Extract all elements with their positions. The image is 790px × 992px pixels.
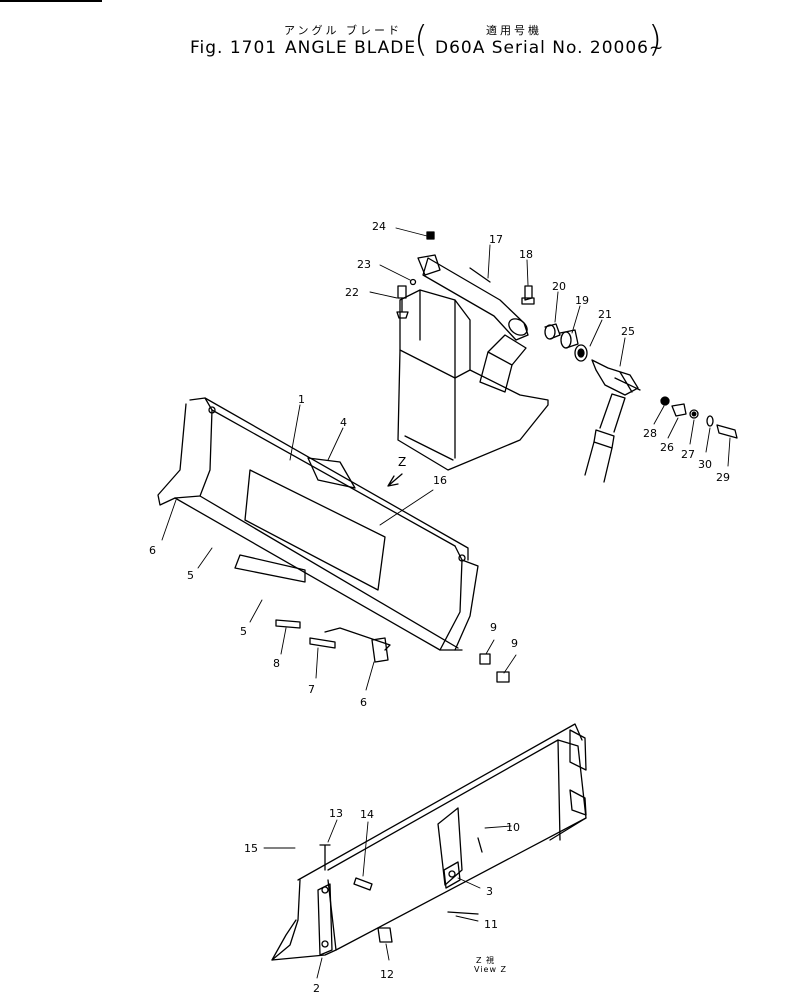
model-serial: D60A Serial No. 20006~ [435, 38, 665, 58]
end-bit-6 [371, 637, 389, 663]
callout-11: 11 [484, 918, 498, 931]
jp-title: アングル ブレード [284, 24, 403, 37]
callout-3: 3 [486, 885, 493, 898]
nut-24 [426, 231, 435, 240]
bolt-22 [396, 285, 409, 319]
callout-19: 19 [575, 294, 589, 307]
callout-labels: 24 17 18 23 22 20 19 21 25 1 4 16 28 26 … [149, 220, 730, 992]
callout-17: 17 [489, 233, 503, 246]
nuts-9 [479, 653, 510, 683]
callout-2: 2 [313, 982, 320, 992]
callout-14: 14 [360, 808, 374, 821]
view-label-jp: Z 視 [476, 956, 496, 965]
callout-4: 4 [340, 416, 347, 429]
callout-29: 29 [716, 471, 730, 484]
pivot-arm [417, 254, 529, 341]
view-arrow-z [387, 473, 403, 487]
plow-bolts-7-8 [275, 619, 336, 649]
callout-23: 23 [357, 258, 371, 271]
callout-13: 13 [329, 807, 343, 820]
grease-fitting-18 [521, 285, 535, 305]
callout-7: 7 [308, 683, 315, 696]
header-rule [0, 0, 102, 2]
callout-16: 16 [433, 474, 447, 487]
callout-20: 20 [552, 280, 566, 293]
callout-10: 10 [506, 821, 520, 834]
blade-rear-view [271, 723, 587, 961]
callout-18: 18 [519, 248, 533, 261]
page-title: ANGLE BLADE [285, 38, 417, 58]
callout-6-lower: 6 [360, 696, 367, 709]
callout-6-upper: 6 [149, 544, 156, 557]
bushings-19-20-21 [544, 323, 588, 362]
frame-bracket [397, 289, 549, 471]
washer-23 [409, 278, 417, 286]
fig-label: Fig. 1701 [190, 38, 278, 58]
angle-blade [157, 397, 479, 651]
jp-model: 適用号機 [486, 24, 542, 37]
small-parts-26-30 [660, 396, 738, 439]
callout-1: 1 [298, 393, 305, 406]
callout-15: 15 [244, 842, 258, 855]
callout-22: 22 [345, 286, 359, 299]
callout-27: 27 [681, 448, 695, 461]
callout-9-upper: 9 [490, 621, 497, 634]
view-label-en: View Z [474, 965, 508, 974]
callout-5-lower: 5 [240, 625, 247, 638]
trunnion-25 [584, 359, 641, 483]
callout-24: 24 [372, 220, 386, 233]
callout-28: 28 [643, 427, 657, 440]
callout-12: 12 [380, 968, 394, 981]
callout-8: 8 [273, 657, 280, 670]
callout-21: 21 [598, 308, 612, 321]
callout-25: 25 [621, 325, 635, 338]
model-close-paren: ) [648, 19, 663, 60]
leader-lines [161, 227, 731, 979]
callout-30: 30 [698, 458, 712, 471]
callout-5-upper: 5 [187, 569, 194, 582]
callout-9-lower: 9 [511, 637, 518, 650]
model-open-paren: ( [414, 19, 429, 60]
view-direction-label: Z [398, 455, 406, 469]
cutting-edge-5 [234, 554, 391, 651]
callout-26: 26 [660, 441, 674, 454]
